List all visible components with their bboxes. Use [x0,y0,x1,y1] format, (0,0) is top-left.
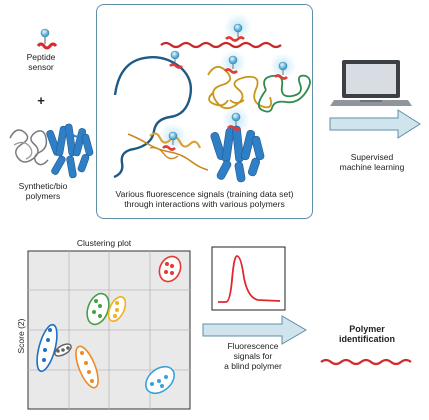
ml-label: Supervised machine learning [339,152,405,172]
clustering-plot-title: Clustering plot [76,238,132,248]
cluster-green [86,292,110,326]
peptide-sensor-icon [36,28,58,50]
coil-polymer-signal [113,50,193,179]
globular-polymer-signal [257,53,311,113]
protein-polymer-icon [46,123,94,179]
cluster-orange [75,345,99,389]
cluster-red [158,255,182,283]
y-axis-label: Score (2) [16,318,26,354]
tangled-polymer-signal [207,50,273,110]
polymers-label: Synthetic/bio polymers [18,181,68,201]
fluorescence-label: Fluorescence signals for a blind polymer [224,341,282,371]
fluorescence-signal-box [211,246,286,311]
panel-caption: Various fluorescence signals (training d… [115,189,294,209]
cluster-gray [54,343,72,357]
helix-polymer-signal [127,123,209,171]
cluster-lightblue [145,365,175,395]
synthetic-polymer-icon [9,129,49,166]
identified-polymer-chain [320,358,412,366]
protein-polymer-signal [210,106,265,183]
laptop-icon [330,60,412,106]
linear-polymer-signal [160,13,282,49]
cluster-yellow [107,296,127,322]
peptide-sensor-label: Peptide sensor [26,52,56,72]
cluster-blue [36,323,58,373]
identification-arrow [202,315,307,345]
ml-arrow [329,109,421,139]
plus-sign: + [37,93,45,108]
polymer-identification-label: Polymer identification [339,324,395,344]
training-panel [96,4,313,219]
